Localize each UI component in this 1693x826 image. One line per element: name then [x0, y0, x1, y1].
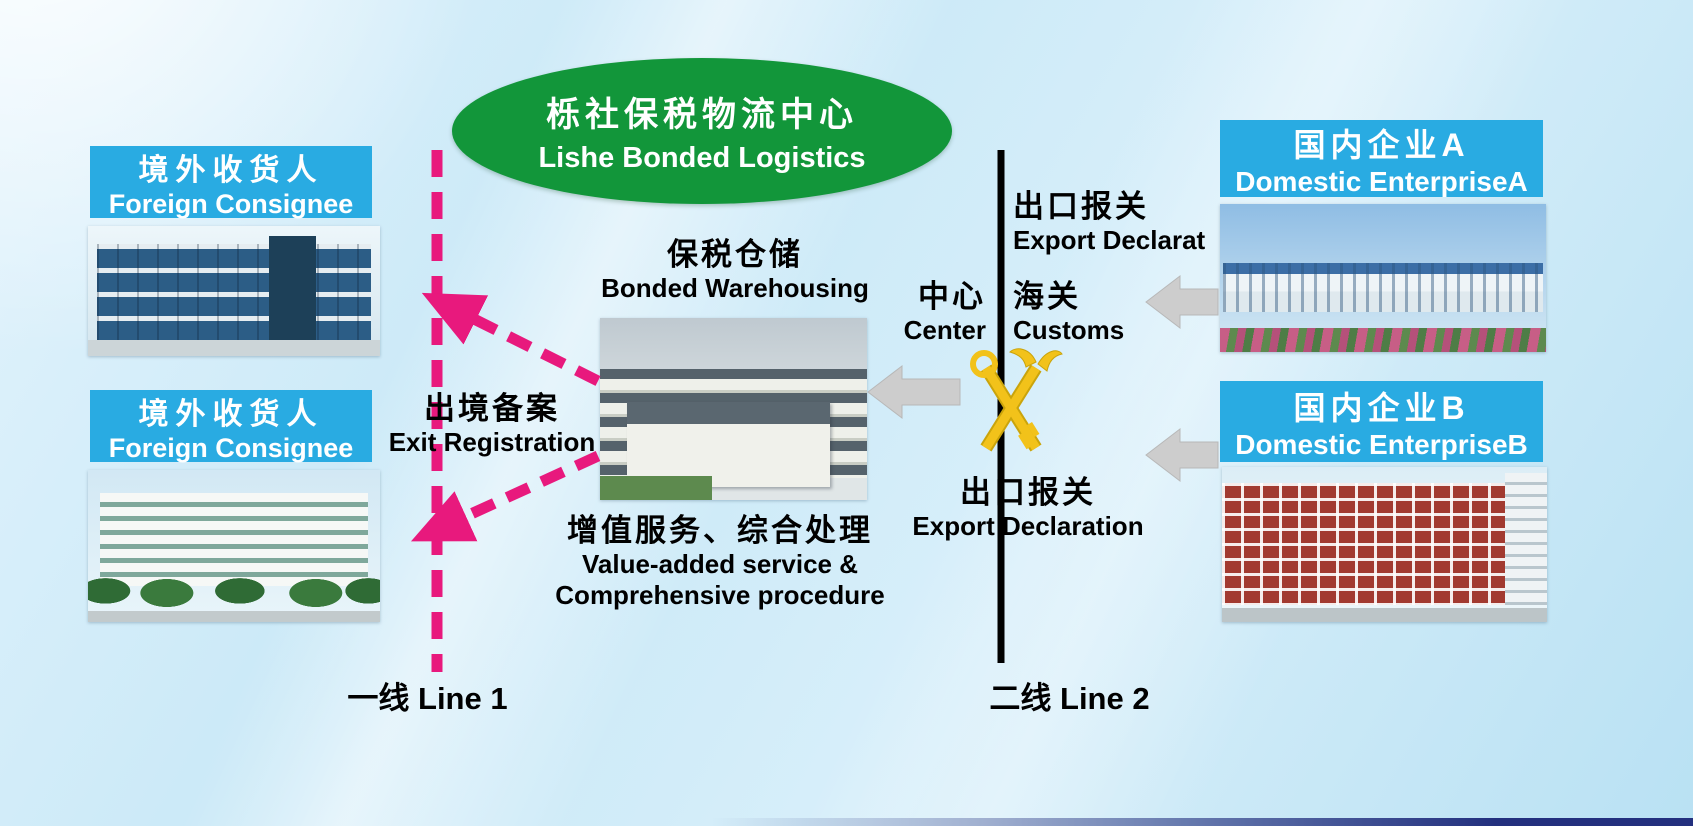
value-added-zh: 增值服务、综合处理	[567, 513, 873, 548]
ellipse-title-en: Lishe Bonded Logistics	[538, 142, 866, 174]
line2-caption: 二线 Line 2	[989, 681, 1150, 716]
export-declaration-bottom-en: Export Declaration	[912, 511, 1144, 542]
photo-building-layer	[1222, 482, 1505, 605]
center-en: Center	[903, 315, 986, 346]
arrow-customs-to-warehouse	[867, 364, 961, 420]
bonded-warehousing-zh: 保税仓储	[667, 237, 803, 272]
photo-ground-layer	[88, 340, 380, 356]
customs-en: Customs	[1013, 315, 1125, 346]
photo-grass-layer	[600, 476, 713, 500]
export-declaration-top-zh: 出口报关	[1013, 189, 1149, 224]
foreign-consignee-bottom-box: 境外收货人 Foreign Consignee	[90, 390, 372, 463]
domestic-enterprise-a-box: 国内企业A Domestic EnterpriseA	[1220, 120, 1543, 197]
export-declaration-top-en: Export Declarat	[1013, 225, 1206, 256]
value-added-service-label: 增值服务、综合处理 Value-added service & Comprehe…	[520, 512, 920, 612]
domestic-enterprise-b-en: Domestic EnterpriseB	[1235, 428, 1528, 460]
foreign-consignee-top-box: 境外收货人 Foreign Consignee	[90, 146, 372, 219]
photo-palm-trees-layer	[88, 571, 380, 615]
foreign-consignee-top-photo	[88, 226, 380, 356]
bonded-warehouse-photo	[600, 318, 867, 500]
value-added-en-line2: Comprehensive procedure	[555, 580, 885, 611]
foreign-consignee-bottom-photo	[88, 470, 380, 622]
domestic-enterprise-a-photo	[1220, 204, 1546, 352]
foreign-consignee-bottom-zh: 境外收货人	[138, 397, 324, 431]
exit-registration-en: Exit Registration	[388, 427, 596, 458]
foreign-consignee-bottom-en: Foreign Consignee	[108, 432, 354, 463]
domestic-enterprise-b-photo	[1222, 467, 1547, 622]
photo-flowers-layer	[1220, 328, 1546, 352]
photo-tower-layer	[1504, 473, 1547, 605]
center-zh: 中心	[918, 279, 986, 314]
photo-building-layer	[1223, 263, 1543, 313]
slide-bottom-edge	[711, 818, 1693, 826]
export-declaration-top-label: 出口报关 Export Declarat	[1013, 188, 1223, 256]
domestic-enterprise-b-box: 国内企业B Domestic EnterpriseB	[1220, 381, 1543, 462]
ellipse-title-zh: 栎社保税物流中心	[546, 96, 858, 134]
export-declaration-bottom-zh: 出口报关	[960, 475, 1096, 510]
customs-zh: 海关	[1013, 279, 1081, 314]
domestic-enterprise-a-zh: 国内企业A	[1293, 126, 1470, 163]
photo-road-layer	[1222, 608, 1547, 622]
bonded-warehousing-en: Bonded Warehousing	[601, 273, 869, 304]
value-added-en-line1: Value-added service &	[581, 549, 859, 580]
customs-side-label: 海关 Customs	[1013, 278, 1163, 346]
photo-road-layer	[88, 611, 380, 622]
arrow-warehouse-to-consignee-top	[421, 292, 601, 386]
foreign-consignee-top-en: Foreign Consignee	[108, 188, 354, 219]
arrow-warehouse-to-consignee-bottom	[410, 450, 601, 542]
domestic-enterprise-b-zh: 国内企业B	[1293, 389, 1470, 426]
domestic-enterprise-a-en: Domestic EnterpriseA	[1235, 165, 1528, 197]
lishe-bonded-logistics-ellipse: 栎社保税物流中心 Lishe Bonded Logistics	[452, 58, 952, 204]
foreign-consignee-top-zh: 境外收货人	[138, 153, 324, 187]
center-side-label: 中心 Center	[868, 278, 992, 346]
photo-building-layer	[99, 492, 369, 586]
line1-caption: 一线 Line 1	[347, 681, 508, 716]
exit-registration-zh: 出境备案	[424, 391, 560, 426]
bonded-warehousing-label: 保税仓储 Bonded Warehousing	[560, 236, 910, 304]
photo-warehouse-main-layer	[626, 401, 830, 488]
export-declaration-bottom-label: 出口报关 Export Declaration	[893, 474, 1163, 542]
customs-emblem-icon	[970, 348, 1063, 452]
exit-registration-label: 出境备案 Exit Registration	[372, 390, 612, 458]
photo-building-detail-layer	[269, 236, 316, 341]
photo-building-layer	[96, 244, 372, 341]
